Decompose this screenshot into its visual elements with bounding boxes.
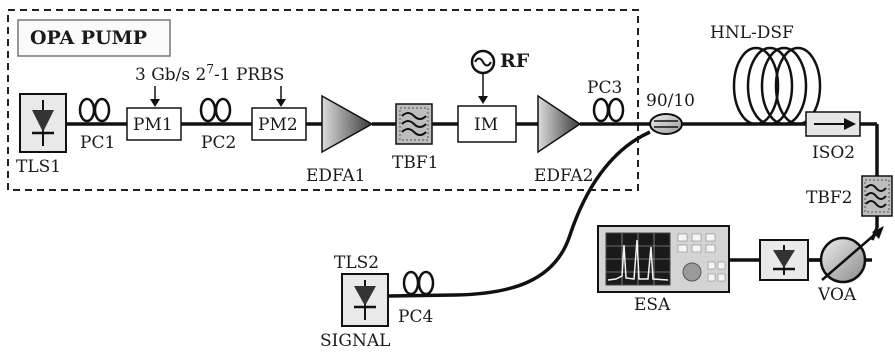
pc2-label: PC2 (201, 133, 236, 153)
coupler-icon (649, 113, 683, 135)
iso2-label: ISO2 (812, 143, 855, 163)
iso2-isolator-icon (805, 111, 861, 137)
pm1-label: PM1 (133, 115, 173, 135)
tbf1-label: TBF1 (392, 153, 438, 173)
edfa2-amplifier-icon (537, 94, 582, 154)
esa-label: ESA (634, 295, 671, 315)
edfa1-amplifier-icon (321, 94, 374, 154)
tbf1-filter-icon (395, 103, 433, 145)
hnl-dsf-label: HNL-DSF (710, 23, 794, 43)
tls2-label: TLS2 (334, 253, 379, 273)
tls2-laser-icon (341, 273, 389, 327)
tbf2-filter-icon (861, 175, 893, 217)
photodetector-icon (759, 239, 809, 281)
esa-spectrum-analyzer-icon (597, 225, 730, 293)
im-label: IM (474, 115, 498, 135)
pm2-drive-arrow-icon (276, 86, 286, 107)
pc3-polarization-controller-icon (592, 97, 625, 123)
voa-label: VOA (817, 285, 857, 305)
hnl-dsf-fiber-coil-icon (732, 46, 822, 126)
opa-pump-enclosure (7, 9, 639, 191)
tls1-label: TLS1 (16, 157, 61, 177)
pm2-box (251, 107, 307, 141)
main-fiber (66, 122, 879, 298)
signal-label: SIGNAL (320, 331, 390, 351)
pc1-label: PC1 (80, 133, 115, 153)
pc2-polarization-controller-icon (199, 97, 232, 123)
opa-pump-label-box (17, 19, 171, 57)
edfa2-label: EDFA2 (534, 166, 593, 186)
voa-attenuator-icon (819, 226, 884, 284)
prbs-label: 3 Gb/s 27-1 PRBS (135, 62, 284, 85)
tbf2-label: TBF2 (806, 188, 852, 208)
pc4-polarization-controller-icon (402, 270, 435, 296)
rf-label: RF (500, 50, 530, 72)
edfa1-label: EDFA1 (306, 166, 365, 186)
pm2-label: PM2 (258, 115, 298, 135)
tls1-laser-icon (19, 93, 67, 153)
opa-pump-label: OPA PUMP (30, 27, 147, 49)
pc1-polarization-controller-icon (78, 97, 111, 123)
pc4-label: PC4 (398, 307, 433, 327)
im-modulator-box (457, 105, 517, 143)
coupler-label: 90/10 (646, 91, 695, 111)
rf-source-icon (470, 49, 496, 104)
pm1-box (126, 107, 182, 141)
pm1-drive-arrow-icon (150, 86, 160, 107)
pc3-label: PC3 (587, 78, 622, 98)
